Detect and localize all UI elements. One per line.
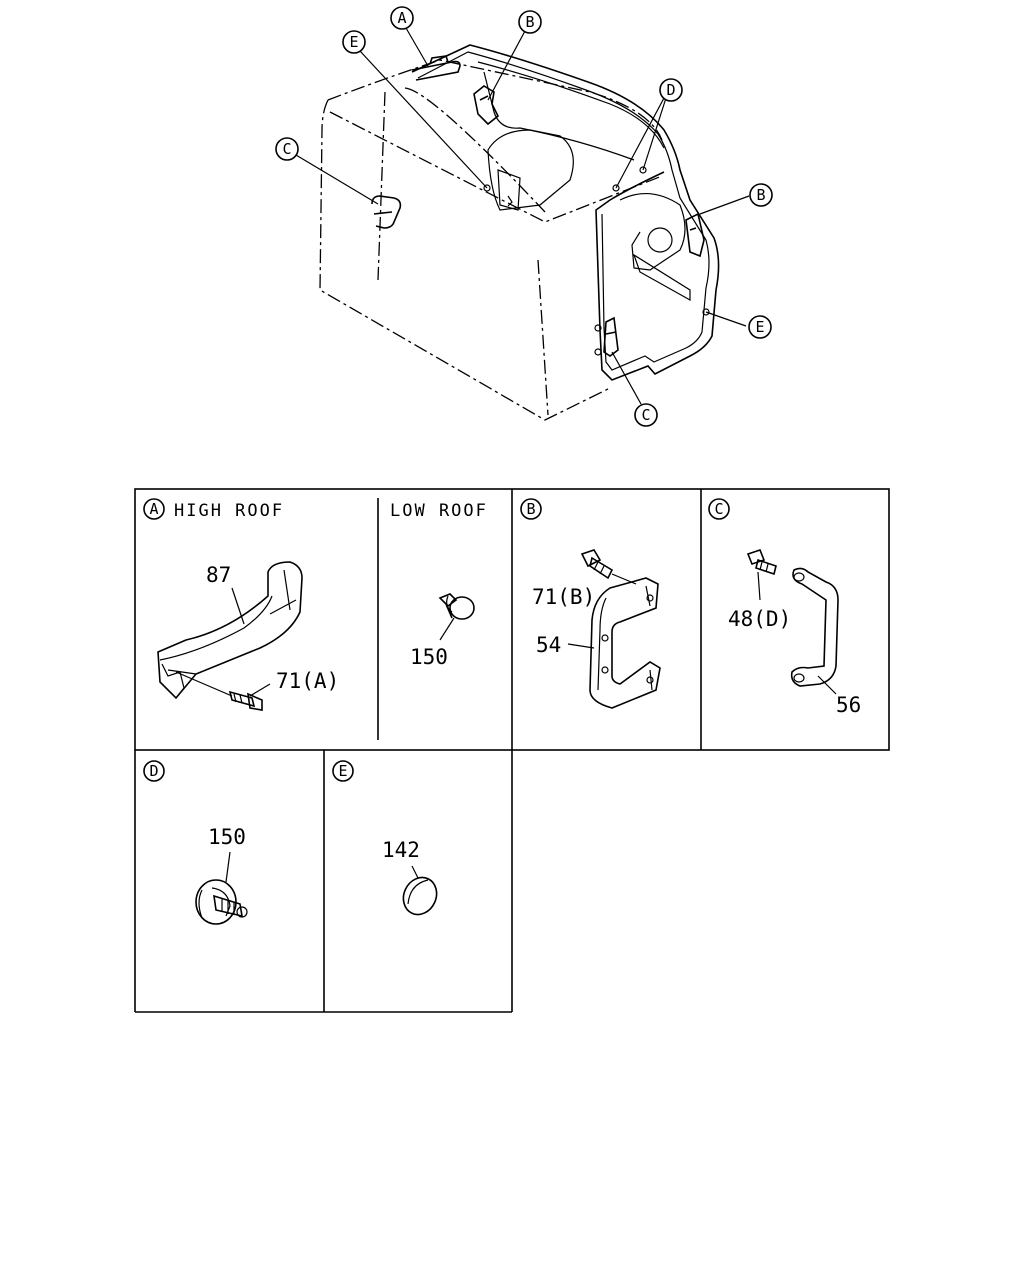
callout-e-right: E	[748, 315, 772, 339]
handle-54	[589, 577, 661, 709]
bolt-48d	[746, 549, 766, 565]
hole-d-1	[612, 184, 620, 192]
handle-c-left	[371, 195, 402, 229]
svg-text:D: D	[666, 81, 675, 99]
svg-text:C: C	[282, 140, 291, 158]
handle-b-top	[473, 85, 500, 126]
roof-grip-a	[411, 55, 461, 81]
callout-b-top: B	[518, 10, 542, 34]
callout-e-left: E	[342, 30, 366, 54]
callout-d: D	[659, 78, 683, 102]
hole-d-2	[639, 166, 647, 174]
handle-c-right	[603, 316, 619, 357]
svg-text:C: C	[714, 500, 723, 518]
svg-text:C: C	[641, 406, 650, 424]
svg-text:B: B	[525, 13, 534, 31]
svg-text:E: E	[338, 762, 347, 780]
seat-mechanism	[487, 129, 691, 302]
panel-a-high-roof: A HIGH ROOF 87 71(A)	[143, 498, 339, 711]
label-71b: 71(B)	[532, 585, 595, 609]
svg-text:E: E	[755, 318, 764, 336]
cab-overview: A B E D C B E C	[275, 6, 773, 427]
rear-frame-outline	[411, 44, 720, 381]
cab-body-outline	[319, 59, 663, 421]
panel-b-callout: B	[520, 498, 542, 520]
label-48d: 48(D)	[728, 607, 791, 631]
svg-text:E: E	[349, 33, 358, 51]
detail-panels	[134, 488, 890, 1013]
panel-a-callout: A	[143, 498, 165, 520]
panel-c: C 48(D) 56	[708, 498, 861, 717]
svg-text:A: A	[149, 500, 158, 518]
panel-a-high-roof-header: HIGH ROOF	[174, 501, 284, 521]
callout-b-right: B	[749, 183, 773, 207]
panel-a-low-roof: LOW ROOF 150	[390, 501, 488, 669]
rear-window	[477, 61, 665, 161]
label-142: 142	[382, 838, 420, 862]
panel-d-callout: D	[143, 760, 165, 782]
roof-grip-87	[157, 561, 303, 700]
label-150-d: 150	[208, 825, 246, 849]
svg-text:B: B	[756, 186, 765, 204]
hole-e-right	[702, 308, 710, 316]
label-56: 56	[836, 693, 861, 717]
svg-text:D: D	[149, 762, 158, 780]
panel-e: E 142	[332, 760, 438, 916]
panel-c-callout: C	[708, 498, 730, 520]
label-150-low: 150	[410, 645, 448, 669]
label-87: 87	[206, 563, 231, 587]
svg-text:B: B	[526, 500, 535, 518]
svg-text:A: A	[397, 9, 406, 27]
callout-a: A	[390, 6, 414, 30]
hole-e-left	[483, 184, 491, 192]
label-71a: 71(A)	[276, 669, 339, 693]
panel-b: B 71(B) 54	[520, 498, 661, 709]
callout-c-left: C	[275, 137, 299, 161]
panel-d: D 150	[143, 760, 248, 925]
handle-56	[790, 567, 839, 687]
bolt-71a	[228, 690, 256, 708]
panel-e-callout: E	[332, 760, 354, 782]
panel-a-low-roof-header: LOW ROOF	[390, 501, 488, 521]
plug-142	[402, 876, 438, 916]
callout-c-right: C	[634, 403, 658, 427]
label-54: 54	[536, 633, 561, 657]
handle-b-right	[685, 212, 705, 258]
bolt-71b	[580, 549, 602, 568]
